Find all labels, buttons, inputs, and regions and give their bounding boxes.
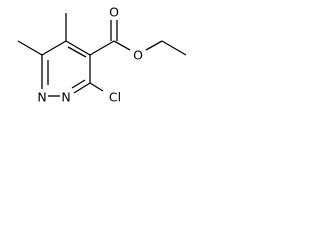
atom-ester-o-label: O: [133, 48, 143, 63]
bond-c3-cl: [89, 82, 104, 92]
bond-c3-n2: [73, 82, 91, 94]
bond-ester-o-ch2: [145, 40, 163, 51]
bond-ch2-ch3: [161, 40, 187, 56]
chemical-structure: N N Cl O O: [17, 5, 187, 105]
atom-n1-label: N: [37, 90, 46, 105]
bond-c6-c5: [41, 40, 67, 56]
bond-c4-carbonyl: [89, 40, 115, 56]
atom-carbonyl-o-label: O: [109, 5, 119, 20]
bond-carbonyl-ester-o: [113, 40, 131, 51]
bond-c5-c4-inner: [67, 46, 87, 58]
bond-c3-n2-inner: [71, 79, 86, 89]
bond-c5-c4: [65, 40, 91, 56]
atom-cl-label: Cl: [109, 90, 121, 105]
atom-n2-label: N: [61, 90, 70, 105]
bond-c6-methyl: [17, 40, 43, 56]
